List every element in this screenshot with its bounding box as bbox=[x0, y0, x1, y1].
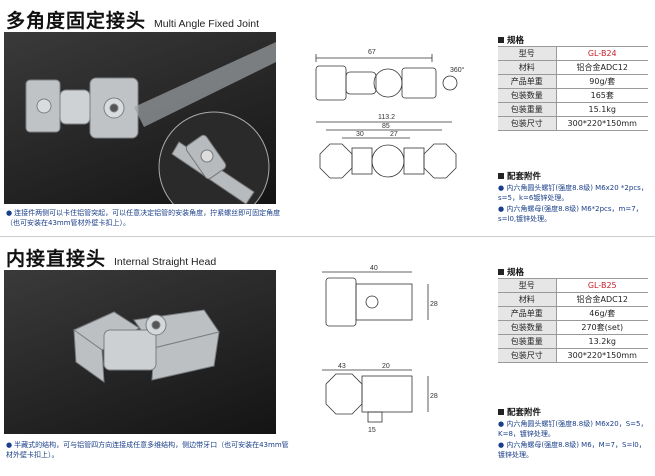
section1-technical-drawing: 67 360° 113.2 85 30 27 bbox=[315, 49, 465, 179]
section2-spec-heading: 规格 bbox=[498, 266, 524, 278]
spec-value: 46g/套 bbox=[555, 306, 648, 321]
dim-20: 20 bbox=[382, 363, 390, 370]
dim-15: 15 bbox=[368, 427, 376, 434]
accessory-text: 内六角螺母(强度8.8级) M6，M=7，S=l0，镀锌处理。 bbox=[498, 441, 646, 459]
dim-40: 40 bbox=[370, 265, 378, 272]
accessory-text: 内六角螺母(强度8.8级) M6*2pcs，m=7，s=l0,镀锌处理。 bbox=[498, 205, 643, 223]
spec-value: 300*220*150mm bbox=[555, 116, 648, 131]
bullet-icon: ● bbox=[6, 441, 13, 449]
list-item: ● 内六角圆头螺钉(强度8.8级) M6x20 *2pcs，s=5，k=6镀锌处… bbox=[498, 184, 648, 203]
section2-product-photo bbox=[4, 270, 276, 434]
spec-value: 165套 bbox=[555, 88, 648, 103]
section2-accessories-heading-text: 配套附件 bbox=[507, 408, 542, 418]
section2-accessories-list: ● 内六角圆头螺钉(强度8.8级) M6x20，S=5，K=8，镀锌处理。 ● … bbox=[498, 420, 648, 462]
spec-value: 铝合金ADC12 bbox=[555, 60, 648, 75]
section2-title-en: Internal Straight Head bbox=[114, 256, 217, 268]
square-bullet-icon bbox=[498, 37, 504, 43]
spec-value: GL-B25 bbox=[555, 278, 648, 293]
dim-28-top: 28 bbox=[430, 301, 438, 308]
square-bullet-icon bbox=[498, 173, 504, 179]
dim-113: 113.2 bbox=[378, 114, 395, 121]
section1-note-text: 连接件两侧可以卡住铝管突起，可以任意决定铝管的安装角度，拧紧螺丝即可固定角度（也… bbox=[6, 209, 281, 227]
square-bullet-icon bbox=[498, 409, 504, 415]
list-item: ● 内六角螺母(强度8.8级) M6*2pcs，m=7，s=l0,镀锌处理。 bbox=[498, 205, 648, 224]
spec-value: 90g/套 bbox=[555, 74, 648, 89]
dim-27: 27 bbox=[390, 131, 398, 138]
section1-product-photo bbox=[4, 32, 276, 204]
section1-note: ●连接件两侧可以卡住铝管突起，可以任意决定铝管的安装角度，拧紧螺丝即可固定角度（… bbox=[6, 208, 291, 228]
section1-spec-heading-text: 规格 bbox=[507, 36, 525, 46]
section1-title-en: Multi Angle Fixed Joint bbox=[154, 18, 260, 30]
table-row: 材料铝合金ADC12 bbox=[498, 292, 648, 307]
spec-value: 300*220*150mm bbox=[555, 348, 648, 363]
list-item: ● 内六角螺母(强度8.8级) M6，M=7，S=l0，镀锌处理。 bbox=[498, 441, 648, 460]
section2-technical-drawing: 40 28 43 20 15 28 bbox=[322, 265, 438, 434]
section2-note: ●半藏式的结构，可与铝管四方向连接成任意多维结构，侧边带牙口（也可安装在43mm… bbox=[6, 440, 291, 460]
bullet-icon: ● bbox=[498, 441, 507, 449]
spec-value: 13.2kg bbox=[555, 334, 648, 349]
dim-67: 67 bbox=[368, 49, 376, 56]
spec-key: 包装重量 bbox=[498, 102, 556, 117]
section1-accessories-heading: 配套附件 bbox=[498, 170, 541, 182]
list-item: ● 内六角圆头螺钉(强度8.8级) M6x20，S=5，K=8，镀锌处理。 bbox=[498, 420, 648, 439]
section2-spec-heading-text: 规格 bbox=[507, 268, 525, 278]
spec-value: 15.1kg bbox=[555, 102, 648, 117]
spec-key: 包装重量 bbox=[498, 334, 556, 349]
spec-key: 包装尺寸 bbox=[498, 116, 556, 131]
spec-key: 材料 bbox=[498, 292, 556, 307]
section2-title: 内接直接头 Internal Straight Head bbox=[6, 244, 216, 271]
bullet-icon: ● bbox=[6, 209, 13, 217]
bullet-icon: ● bbox=[498, 184, 507, 192]
bullet-icon: ● bbox=[498, 420, 507, 428]
spec-key: 包装尺寸 bbox=[498, 348, 556, 363]
section2-accessories-heading: 配套附件 bbox=[498, 406, 541, 418]
spec-value: 270套(set) bbox=[555, 320, 648, 335]
bullet-icon: ● bbox=[498, 205, 507, 213]
spec-key: 包装数量 bbox=[498, 320, 556, 335]
section1-title-cn: 多角度固定接头 bbox=[6, 10, 147, 32]
spec-key: 包装数量 bbox=[498, 88, 556, 103]
section1-title: 多角度固定接头 Multi Angle Fixed Joint bbox=[6, 6, 259, 33]
section1-accessories-list: ● 内六角圆头螺钉(强度8.8级) M6x20 *2pcs，s=5，k=6镀锌处… bbox=[498, 184, 648, 226]
spec-key: 型号 bbox=[498, 278, 556, 293]
spec-key: 材料 bbox=[498, 60, 556, 75]
spec-key: 产品单重 bbox=[498, 306, 556, 321]
table-row: 材料铝合金ADC12 bbox=[498, 60, 648, 75]
section-divider bbox=[0, 236, 655, 237]
spec-value: 铝合金ADC12 bbox=[555, 292, 648, 307]
section1-accessories-heading-text: 配套附件 bbox=[507, 172, 542, 182]
accessory-text: 内六角圆头螺钉(强度8.8级) M6x20，S=5，K=8，镀锌处理。 bbox=[498, 420, 648, 438]
square-bullet-icon bbox=[498, 269, 504, 275]
section1-spec-heading: 规格 bbox=[498, 34, 524, 46]
accessory-text: 内六角圆头螺钉(强度8.8级) M6x20 *2pcs，s=5，k=6镀锌处理。 bbox=[498, 184, 648, 202]
dim-30: 30 bbox=[356, 131, 364, 138]
dim-360: 360° bbox=[450, 66, 465, 74]
spec-value: GL-B24 bbox=[555, 46, 648, 61]
section2-title-cn: 内接直接头 bbox=[6, 248, 107, 270]
section2-note-text: 半藏式的结构，可与铝管四方向连接成任意多维结构，侧边带牙口（也可安装在43mm管… bbox=[6, 441, 289, 459]
dim-85: 85 bbox=[382, 123, 390, 130]
spec-key: 型号 bbox=[498, 46, 556, 61]
spec-key: 产品单重 bbox=[498, 74, 556, 89]
dim-43: 43 bbox=[338, 363, 346, 370]
dim-28-bottom: 28 bbox=[430, 393, 438, 400]
